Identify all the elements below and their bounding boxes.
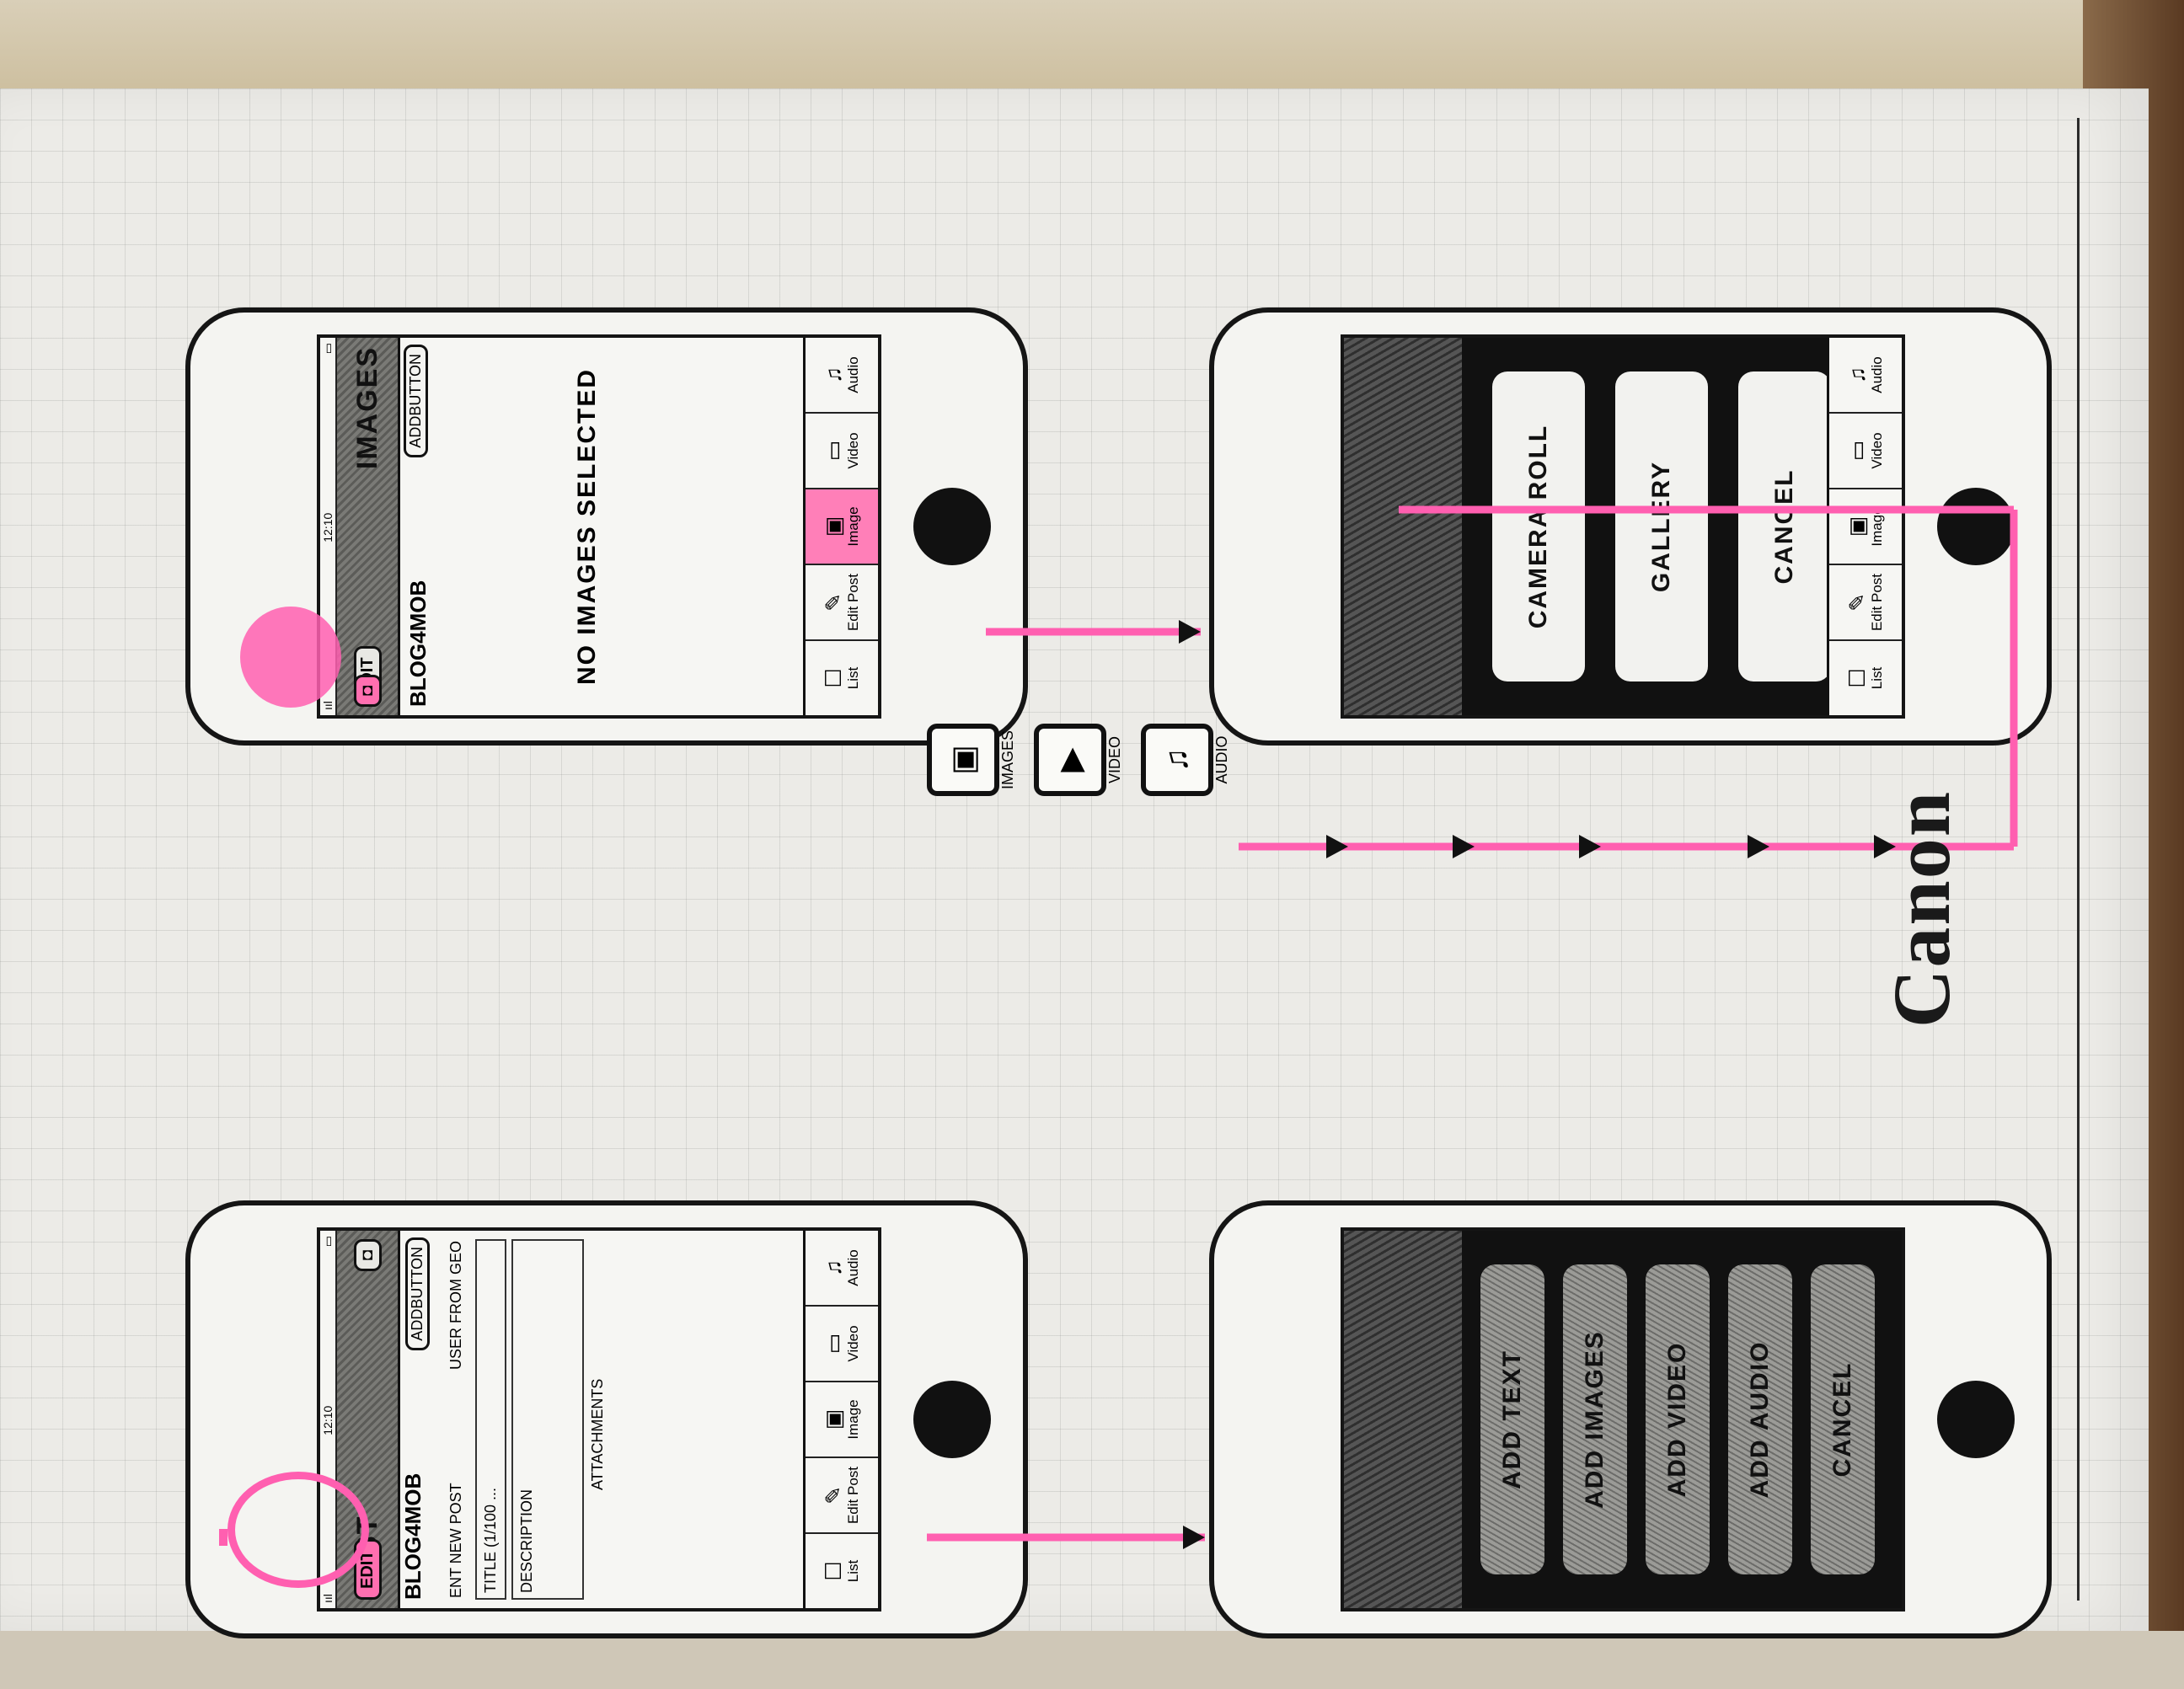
flow-arrowhead bbox=[1748, 835, 1769, 858]
media-icon-legend: ▣IMAGES▶VIDEO♫AUDIO bbox=[927, 724, 1231, 796]
flow-arrowhead bbox=[1179, 620, 1201, 644]
media-item-video: ▶VIDEO bbox=[1034, 724, 1124, 796]
flow-arrows bbox=[927, 505, 2018, 1549]
paper-margin-line bbox=[2077, 118, 2080, 1601]
media-item-images: ▣IMAGES bbox=[927, 724, 1017, 796]
canon-logo: Canon bbox=[1876, 789, 1967, 1028]
flow-arrowhead bbox=[1326, 835, 1348, 858]
images-icon: ▣ bbox=[927, 724, 999, 796]
flow-arrowhead bbox=[1183, 1526, 1205, 1549]
media-label: AUDIO bbox=[1213, 735, 1230, 784]
flow-arrowhead bbox=[1453, 835, 1475, 858]
audio-icon: ♫ bbox=[1141, 724, 1213, 796]
media-item-audio: ♫AUDIO bbox=[1141, 724, 1231, 796]
desk-background bbox=[0, 0, 2184, 93]
flow-arrowhead bbox=[1579, 835, 1601, 858]
media-label: IMAGES bbox=[999, 730, 1016, 790]
media-label: VIDEO bbox=[1106, 736, 1123, 784]
wireframe-sheet: ııl 12:10 ▭ EDIT POST ◘ BLOG4MOB ADDBUTT… bbox=[84, 173, 2106, 1689]
video-icon: ▶ bbox=[1034, 724, 1106, 796]
highlight-dot bbox=[240, 607, 341, 708]
flow-arrowhead bbox=[1874, 835, 1896, 858]
